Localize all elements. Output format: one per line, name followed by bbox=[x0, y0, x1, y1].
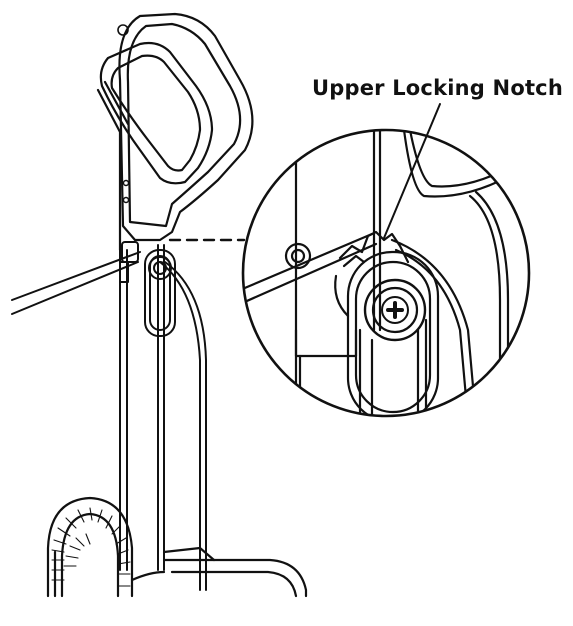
callout-pointer bbox=[383, 103, 441, 239]
detail-magnifier bbox=[241, 128, 531, 418]
hose-coil bbox=[46, 496, 134, 598]
grip-screw bbox=[117, 24, 129, 36]
vacuum-base bbox=[130, 546, 308, 598]
power-cord bbox=[11, 251, 207, 591]
callout-label-upper-locking-notch: Upper Locking Notch bbox=[312, 76, 563, 100]
screw-head-icon bbox=[363, 278, 427, 342]
handle-shaft bbox=[119, 241, 165, 571]
handle-grip bbox=[96, 12, 254, 252]
